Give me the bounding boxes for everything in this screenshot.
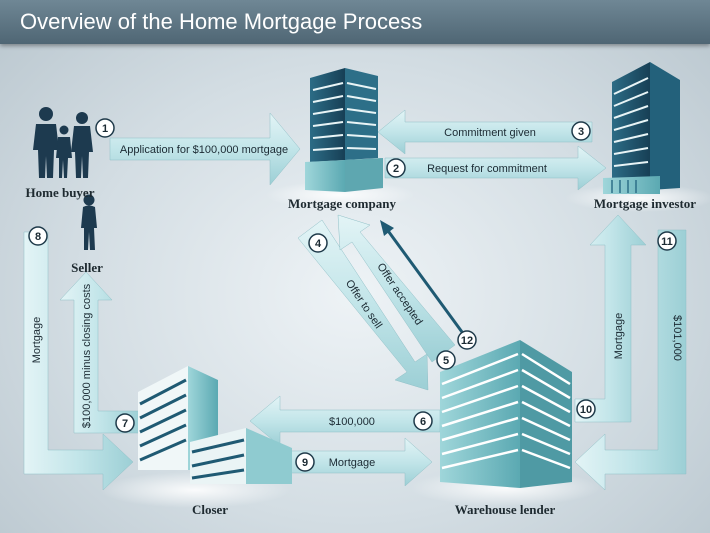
step-7-badge	[115, 413, 135, 433]
step-10-number: 10	[580, 404, 592, 416]
step-4-badge	[308, 233, 328, 253]
arrow-step-11	[574, 229, 687, 491]
step-7-label: $100,000 minus closing costs	[81, 283, 93, 428]
step-2-badge	[386, 158, 406, 178]
warehouse-lender-label: Warehouse lender	[455, 502, 556, 517]
step-10-badge	[576, 399, 596, 419]
arrow-step-2	[384, 145, 607, 191]
arrow-step-5	[337, 214, 456, 363]
closer-label: Closer	[192, 502, 228, 517]
step-6-number: 6	[420, 416, 426, 428]
arrow-step-8	[23, 231, 134, 491]
mortgage-company-label: Mortgage company	[288, 196, 396, 211]
step-5-number: 5	[443, 355, 449, 367]
arrow-step-10	[574, 214, 647, 423]
step-11-number: 11	[661, 236, 673, 248]
step-11-label: $101,000	[671, 315, 683, 361]
step-2-label: Request for commitment	[427, 163, 547, 175]
step-10-label: Mortgage	[613, 313, 625, 359]
step-6-label: $100,000	[329, 416, 375, 428]
seller-person-icon	[81, 194, 97, 250]
arrow-step-4	[297, 219, 429, 391]
step-12-number: 12	[461, 335, 473, 347]
arrow-step-6	[249, 395, 441, 447]
step-4-number: 4	[315, 238, 322, 250]
step-1-badge	[95, 118, 115, 138]
step-5-badge	[436, 350, 456, 370]
step-3-number: 3	[578, 126, 584, 138]
mortgage-investor-label: Mortgage investor	[594, 196, 696, 211]
mortgage-company-building-icon	[305, 68, 383, 192]
mortgage-investor-building-icon	[603, 62, 680, 194]
step-3-label: Commitment given	[444, 127, 536, 139]
step-11-badge	[657, 231, 677, 251]
step-8-badge	[28, 226, 48, 246]
arrow-step-1	[109, 112, 301, 186]
arrow-step-7	[59, 271, 141, 434]
seller-label: Seller	[71, 260, 103, 275]
step-8-number: 8	[35, 231, 41, 243]
home-buyer-label: Home buyer	[26, 185, 95, 200]
page-title: Overview of the Home Mortgage Process	[20, 9, 423, 34]
step-2-number: 2	[393, 163, 399, 175]
step-9-badge	[295, 452, 315, 472]
step-badges	[28, 118, 677, 472]
home-buyer-family-icon	[33, 107, 93, 178]
arrow-step-3	[377, 109, 593, 155]
step-7-number: 7	[122, 418, 128, 430]
closer-building-icon	[138, 366, 292, 484]
step-1-number: 1	[102, 123, 108, 135]
step-9-number: 9	[302, 457, 308, 469]
title-bar: Overview of the Home Mortgage Process	[0, 0, 710, 44]
step-1-label: Application for $100,000 mortgage	[120, 144, 288, 156]
step-12-badge	[457, 330, 477, 350]
arrow-step-12	[384, 227, 464, 333]
step-9-label: Mortgage	[329, 457, 375, 469]
step-3-badge	[571, 121, 591, 141]
warehouse-lender-building-icon	[440, 340, 572, 488]
step-8-label: Mortgage	[31, 317, 43, 363]
step-6-badge	[413, 411, 433, 431]
